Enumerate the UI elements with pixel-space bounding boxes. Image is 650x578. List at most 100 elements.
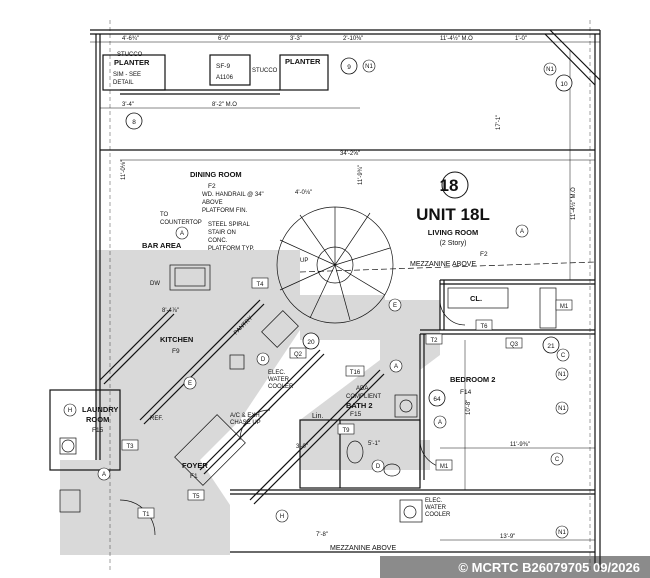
tag-c-1: C (556, 348, 570, 362)
tag-d-1-text: D (261, 357, 266, 363)
tag-d-2-text: D (376, 464, 381, 470)
dim-14: 4'-0⅛" (295, 190, 312, 196)
tag-t2: T2 (425, 333, 443, 345)
water-cooler-1b: WATER (268, 377, 290, 383)
tag-n1-b-text: N1 (546, 67, 554, 73)
dim-10: 11'-0⅛" (121, 160, 127, 180)
tag-t6: T6 (475, 319, 493, 331)
dim-18: 13'-9" (500, 534, 515, 540)
bedroom-tag: F14 (460, 389, 472, 396)
tag-e-2-text: E (188, 381, 192, 387)
tag-t3: T3 (121, 439, 139, 451)
tag-h-1-text: H (68, 408, 72, 414)
tag-a-2: A (515, 224, 529, 238)
laundry-label-1: LAUNDRY (82, 405, 118, 414)
tag-t6-text: T6 (480, 324, 488, 330)
callout-64-text: 64 (433, 396, 441, 403)
tag-e-2: E (183, 376, 197, 390)
living-room-label: LIVING ROOM (428, 228, 478, 237)
water-cooler-2b: WATER (425, 505, 447, 511)
dining-tag: F2 (208, 183, 216, 190)
stair-note-1: STEEL SPIRAL (208, 222, 250, 228)
unit-number-circle (441, 171, 469, 199)
tag-h-1: H (63, 403, 77, 417)
dining-room-label: DINING ROOM (190, 170, 242, 179)
tag-n1-c-text: N1 (558, 372, 566, 378)
to-countertop-1: TO (160, 212, 169, 218)
tag-t4: T4 (251, 277, 269, 289)
callout-9 (340, 57, 358, 75)
linen-label: Lin. (312, 413, 323, 420)
walls (49, 29, 601, 570)
tag-q3: Q3 (505, 337, 523, 349)
dim-8: 34'-2⅝" (340, 151, 360, 157)
tag-t4-text: T4 (256, 282, 264, 288)
living-room-sub: (2 Story) (440, 240, 467, 247)
dim-16: 10'-8" (466, 400, 472, 415)
bath-shade (350, 440, 430, 470)
tag-n1-d-text: N1 (558, 406, 566, 412)
dim-5: 11'-4½" M.O (440, 35, 473, 42)
tag-q2: Q2 (289, 347, 307, 359)
sim-see-2: DETAIL (113, 80, 134, 86)
watermark: © MCRTC B26079705 09/2026 (458, 560, 640, 575)
callout-8 (125, 112, 143, 130)
laundry-tag: F15 (92, 427, 104, 434)
dim-17: 11'-9⅜" (510, 442, 530, 448)
dim-9: 11'-9¾" (358, 165, 364, 185)
tag-a-1: A (175, 226, 189, 240)
dim-20: 3'-0" (296, 444, 308, 450)
dim-2: 6'-0" (218, 36, 230, 42)
dimension-text: 4'-6¾" 6'-0" 3'-3" 2'-10⅜" 11'-4½" M.O 1… (121, 35, 577, 540)
unit-title: UNIT 18L (416, 205, 490, 224)
unit-number: 18 (440, 176, 459, 195)
foyer-label: FOYER (182, 461, 208, 470)
stair-note-4: PLATFORM TYP. (208, 246, 255, 252)
stair-shade (300, 295, 385, 340)
bath-tag: F15 (350, 411, 362, 418)
stucco2-label: STUCCO (252, 68, 278, 74)
tag-n1-a-text: N1 (365, 64, 373, 70)
callout-8-text: 8 (132, 119, 136, 126)
tag-e-1: E (388, 298, 402, 312)
water-cooler-2c: COOLER (425, 512, 451, 518)
dim-1: 4'-6¾" (122, 36, 139, 42)
planter-right-label: PLANTER (285, 57, 321, 66)
fixtures (59, 20, 596, 570)
kitchen-tag: F9 (172, 348, 180, 355)
tag-a-4-text: A (102, 472, 106, 478)
callout-10-text: 10 (560, 81, 568, 88)
tag-q2-text: Q2 (294, 352, 303, 358)
tag-n1-e-text: N1 (558, 530, 566, 536)
tag-a-5-text: A (438, 420, 442, 426)
ac-chase-2: CHASE UP (230, 420, 261, 426)
planter-left-label: PLANTER (114, 58, 150, 67)
dim-3: 3'-3" (290, 36, 302, 42)
symbol-tags: T1 T2 T3 T4 T5 T6 T9 T16 M1 M1 N1 N1 N1 … (63, 59, 573, 539)
stucco-label: STUCCO (117, 52, 143, 58)
water-cooler-2a: ELEC. (425, 498, 443, 504)
tag-m1-b: M1 (435, 459, 453, 471)
ref-label: REF. (150, 416, 163, 422)
ada-label-2: COMPLIENT (346, 394, 381, 400)
tag-m1-a-text: M1 (560, 304, 569, 310)
tag-n1-d: N1 (555, 401, 569, 415)
tag-c-2-text: C (555, 457, 560, 463)
closet-label: CL. (470, 294, 482, 303)
tag-t9: T9 (337, 423, 355, 435)
ac-chase-1: A/C & EXH. (230, 413, 262, 419)
tag-a-3-text: A (394, 364, 398, 370)
callout-20 (302, 332, 320, 350)
callout-9-text: 9 (347, 64, 351, 71)
tag-h-2-text: H (280, 514, 284, 520)
tag-t3-text: T3 (126, 444, 134, 450)
living-room-tag: F2 (480, 251, 488, 258)
sim-see-1: SIM - SEE (113, 72, 141, 78)
tag-n1-e: N1 (555, 525, 569, 539)
dw-label: DW (150, 281, 160, 287)
foyer-tag: F1 (190, 473, 198, 480)
bedroom-label: BEDROOM 2 (450, 375, 495, 384)
foyer-shade (60, 460, 230, 555)
callout-text: 8 9 10 20 21 64 (132, 64, 568, 403)
